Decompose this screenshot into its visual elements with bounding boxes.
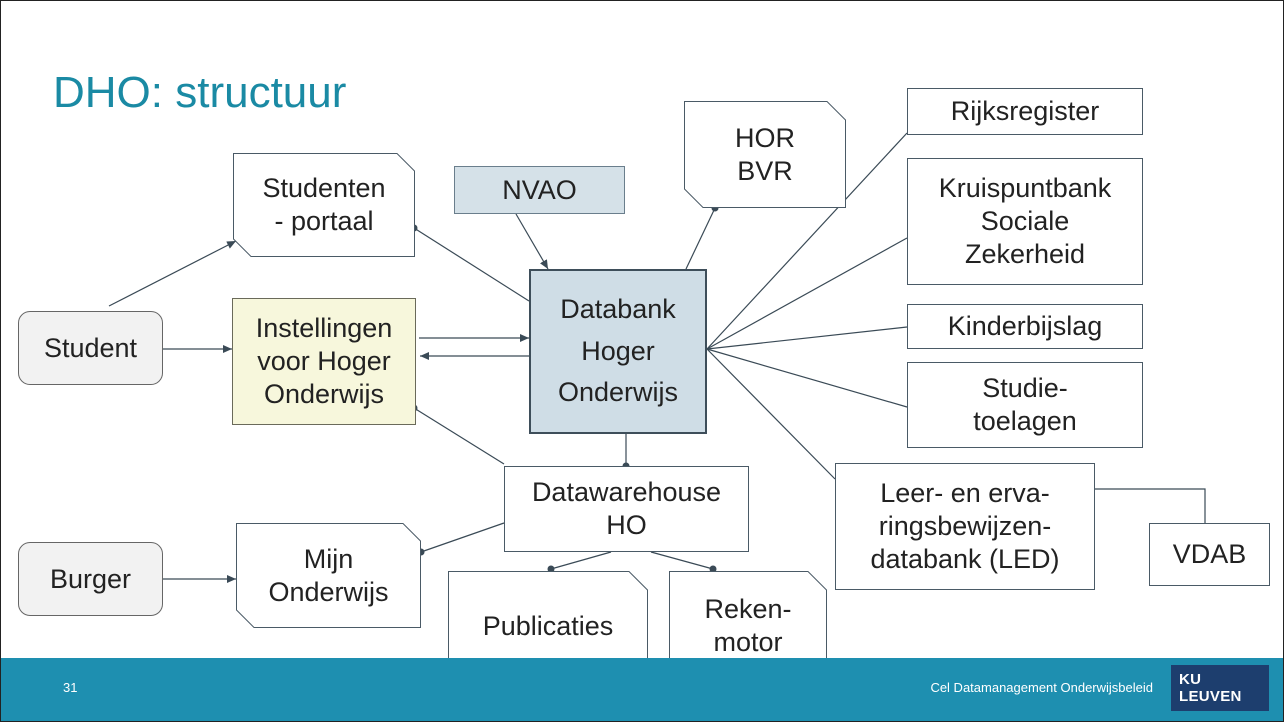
node-kinderbijslag-label: Kinderbijslag (947, 311, 1103, 342)
edge-nvao-databank (515, 213, 549, 270)
node-datawarehouse-line2: HO (606, 510, 647, 540)
edge-student-portaal (108, 240, 237, 307)
footer-text: Cel Datamanagement Onderwijsbeleid (930, 680, 1153, 695)
node-nvao-label: NVAO (502, 174, 577, 205)
node-instellingen-line2: voor Hoger (257, 346, 391, 377)
edge-dwh-publicaties (550, 551, 612, 570)
node-publicaties-label: Publicaties (482, 610, 614, 641)
node-kruispuntbank: Kruispuntbank Sociale Zekerheid (907, 158, 1143, 285)
edge-databank-studietoelagen (706, 348, 908, 408)
node-nvao: NVAO (454, 166, 625, 214)
node-kruispuntbank-line2: Sociale (980, 206, 1070, 237)
node-mijnonderwijs-line2: Onderwijs (268, 576, 389, 607)
node-instellingen-line3: Onderwijs (263, 378, 385, 409)
node-databank-line3: Onderwijs (557, 377, 679, 408)
page-title: DHO: structuur (53, 68, 347, 117)
node-hor-line1: HOR (735, 122, 795, 153)
node-rekenmotor-line2: motor (713, 627, 783, 657)
node-led-line1: Leer- en erva- (880, 478, 1050, 509)
node-burger-label: Burger (49, 563, 132, 594)
edge-instellingen-dwh (413, 407, 505, 465)
node-databank: Databank Hoger Onderwijs (529, 269, 707, 434)
edge-portaal-databank (413, 227, 530, 302)
node-hor-line2: BVR (737, 155, 793, 186)
connector-dot-publicaties (547, 565, 555, 573)
node-rijksregister: Rijksregister (907, 88, 1143, 135)
node-shape-mijnonderwijs (236, 523, 421, 628)
node-databank-line2: Hoger (581, 335, 655, 366)
ku-leuven-logo: KU LEUVEN (1171, 665, 1269, 711)
node-studentenportaal: Studenten - portaal (233, 153, 415, 257)
node-vdab-label: VDAB (1172, 539, 1247, 570)
edge-dwh-mijnonderwijs (420, 522, 505, 553)
node-databank-line1: Databank (560, 293, 676, 324)
edge-databank-kruispuntbank (706, 237, 908, 350)
edge-databank-led (706, 348, 836, 480)
connector-lines (108, 132, 1206, 583)
node-mijnonderwijs-line1: Mijn (303, 543, 354, 574)
edge-dwh-rekenmotor (650, 551, 714, 570)
node-mijn-onderwijs: Mijn Onderwijs (236, 523, 421, 628)
logo-text: KU LEUVEN (1171, 665, 1269, 711)
footer-bar: 31 Cel Datamanagement Onderwijsbeleid KU… (1, 658, 1283, 721)
node-studentenportaal-line1: Studenten (262, 173, 386, 204)
node-kinderbijslag: Kinderbijslag (907, 304, 1143, 349)
node-vdab: VDAB (1149, 523, 1270, 586)
node-burger: Burger (18, 542, 163, 616)
edge-hor-databank (685, 207, 716, 270)
page-number: 31 (63, 680, 78, 695)
node-led: Leer- en erva- ringsbewijzen- databank (… (835, 463, 1095, 590)
node-kruispuntbank-line3: Zekerheid (964, 238, 1086, 269)
node-hor-bvr: HOR BVR (684, 101, 846, 208)
edge-databank-kinderbijslag (706, 326, 908, 350)
node-studentenportaal-line2: - portaal (274, 206, 374, 236)
node-instellingen-line1: Instellingen (255, 313, 393, 344)
node-instellingen: Instellingen voor Hoger Onderwijs (232, 298, 416, 425)
node-rijksregister-label: Rijksregister (950, 96, 1100, 127)
edge-databank-rijksregister (706, 132, 908, 350)
node-kruispuntbank-line1: Kruispuntbank (938, 173, 1112, 204)
node-studietoelagen-line2: toelagen (973, 406, 1077, 436)
node-rekenmotor-line1: Reken- (704, 594, 792, 625)
node-led-line3: databank (LED) (870, 543, 1060, 574)
node-led-line2: ringsbewijzen- (878, 511, 1052, 542)
node-datawarehouse-line1: Datawarehouse (531, 477, 722, 508)
node-student: Student (18, 311, 163, 385)
node-studietoelagen: Studie- toelagen (907, 362, 1143, 448)
connector-dot-rekenmotor (709, 565, 717, 573)
node-student-label: Student (43, 332, 138, 363)
node-studietoelagen-line1: Studie- (982, 373, 1068, 404)
node-datawarehouse: Datawarehouse HO (504, 466, 749, 552)
node-shape-portaal (233, 153, 415, 257)
node-shape-hor (684, 101, 846, 208)
